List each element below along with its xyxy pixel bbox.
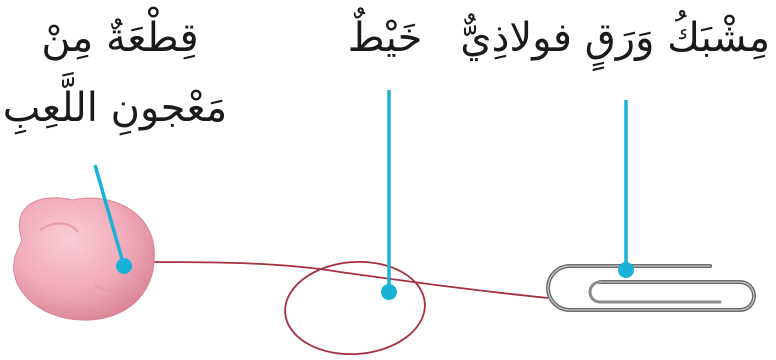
thread-line	[147, 261, 549, 299]
paperclip-label: مِشْبَكُ وَرَقٍ فولاذِيٌّ	[460, 15, 770, 61]
thread-loop	[284, 260, 426, 356]
thread-pointer-dot	[381, 284, 397, 300]
clay-pointer-dot	[116, 258, 132, 274]
thread-label: خَيْطٌ	[347, 15, 423, 61]
clay-pointer-line	[93, 164, 126, 267]
clay-label-line-1: قِطْعَةٌ مِنْ	[41, 15, 199, 61]
play-dough-piece	[13, 197, 155, 321]
clay-label-line-2: مَعْجونِ اللَّعِبِ	[2, 85, 228, 131]
paperclip-shape	[546, 264, 756, 312]
paperclip-pointer-dot	[618, 262, 634, 278]
